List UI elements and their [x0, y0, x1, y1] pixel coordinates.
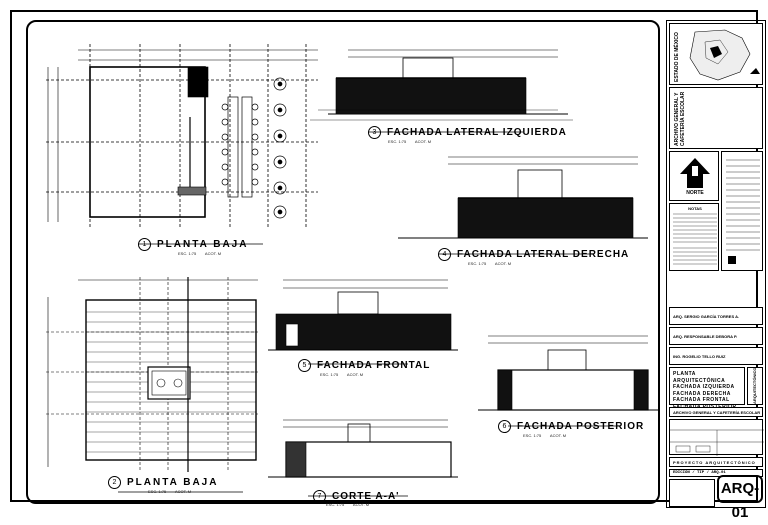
blank-box: [669, 479, 715, 507]
state-label: ESTADO DE MÉXICO: [674, 32, 680, 82]
location-map: ESTADO DE MÉXICO: [669, 23, 763, 85]
symbology-box: [721, 151, 763, 271]
person-1: ARQ. SERGIO GARCÍA TORRES A.: [673, 314, 740, 319]
view-scale-2: ESC. 1:75 ACOT. M: [148, 489, 192, 494]
view-scale-5: ESC. 1:75 ACOT. M: [320, 372, 364, 377]
plan-view-1: [46, 44, 318, 245]
person-2: ARQ. RESPONSABLE DEBORA P.: [673, 334, 738, 339]
view-scale-4: ESC. 1:75 ACOT. M: [468, 261, 512, 266]
state-map-icon: [689, 29, 760, 81]
elevation-view-3: [310, 49, 573, 133]
title-block: ESTADO DE MÉXICO ARCHIVO GENERAL Y CAFET…: [666, 20, 766, 508]
info-grid-lines: [670, 429, 764, 456]
elevation-view-4: [398, 156, 648, 255]
plan-content-1: FACHADA IZQUIERDA: [673, 384, 735, 390]
sheet-code: ARQ-01: [717, 475, 763, 521]
person-row-3: ING. ROGELIO TELLO RUIZ: [669, 347, 763, 365]
person-row-1: ARQ. SERGIO GARCÍA TORRES A.: [669, 307, 763, 325]
project-vertical-label: ARCHIVO GENERAL Y CAFETERÍA ESCOLAR: [674, 91, 686, 146]
north-arrow-icon: [680, 158, 710, 188]
person-3: ING. ROGELIO TELLO RUIZ: [673, 354, 726, 359]
info-grid: [669, 419, 764, 456]
view-scale-3: ESC. 1:75 ACOT. M: [388, 139, 432, 144]
notes-title: NOTAS: [688, 206, 702, 211]
project-name-box: ARCHIVO GENERAL Y CAFETERÍA ESCOLAR: [669, 87, 763, 149]
notes-lines: [673, 213, 717, 265]
elevation-view-6: [478, 335, 658, 427]
notes-box: NOTAS: [669, 203, 719, 271]
discipline: PROYECTO ARQUITECTÓNICO: [673, 460, 756, 465]
edition: EDICIÓN / TIP / ARQ-01: [673, 471, 726, 475]
symbology-lines: [726, 159, 760, 264]
discipline-row: PROYECTO ARQUITECTÓNICO: [669, 457, 763, 467]
side-tag-box: ARQUITECTÓNICO: [747, 367, 763, 405]
elevation-view-5: [268, 279, 458, 365]
view-scale-7: ESC. 1:75 ACOT. M: [326, 502, 370, 507]
plan-contents: PLANTA ARQUITECTÓNICA FACHADA IZQUIERDA …: [669, 367, 745, 410]
view-scale-6: ESC. 1:75 ACOT. M: [523, 433, 567, 438]
section-view-7: [268, 419, 458, 497]
north-box: NORTE: [669, 151, 719, 201]
plan-content-2: FACHADA DERECHA: [673, 390, 731, 397]
side-tag: ARQUITECTÓNICO: [752, 367, 757, 404]
plan-view-2: [46, 277, 258, 493]
view-scale-1: ESC. 1:75 ACOT. M: [178, 251, 222, 256]
plan-content-3: FACHADA FRONTAL: [673, 397, 730, 403]
building-name: ARCHIVO GENERAL Y CAFETERÍA ESCOLAR: [673, 410, 761, 415]
drawings-svg: [46, 44, 658, 497]
building-name-row: ARCHIVO GENERAL Y CAFETERÍA ESCOLAR: [669, 407, 763, 417]
person-row-2: ARQ. RESPONSABLE DEBORA P.: [669, 327, 763, 345]
north-label: NORTE: [686, 190, 704, 196]
plan-content-4: FACHADA POSTERIOR: [673, 404, 744, 411]
plan-content-0: PLANTA ARQUITECTÓNICA: [673, 371, 726, 384]
edition-row: EDICIÓN / TIP / ARQ-01: [669, 469, 763, 477]
